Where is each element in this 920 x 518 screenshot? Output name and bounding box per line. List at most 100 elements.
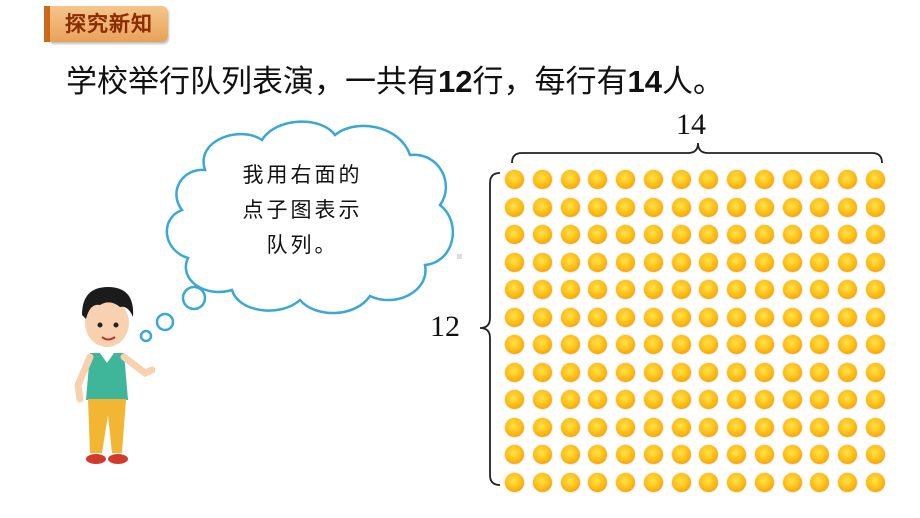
dot [588,390,608,410]
dot [643,335,663,355]
dot [866,280,885,300]
dot [505,335,524,355]
dot [643,390,663,410]
dot [532,197,552,217]
dot [532,252,552,272]
dot [588,417,608,437]
dot [838,197,858,217]
dot [616,252,636,272]
dot [754,225,774,245]
dot [671,417,691,437]
dot [671,252,691,272]
dot [643,445,663,465]
dot [505,170,524,189]
thought-dot-large [181,285,207,311]
dot [671,170,691,189]
dot [838,417,858,437]
left-brace [479,172,501,486]
dot [671,445,691,465]
dot [671,335,691,355]
dot [560,252,580,272]
dot [838,473,858,492]
dot [616,225,636,245]
dot [810,390,830,410]
rows-label: 12 [430,310,460,343]
dot [838,362,858,382]
dot [671,473,691,492]
dot [699,197,719,217]
dot [754,335,774,355]
dot [838,170,858,189]
dot [754,473,774,492]
dot [754,390,774,410]
dot [616,473,636,492]
dot [560,307,580,327]
section-tag: 探究新知 [44,6,168,42]
dot [560,197,580,217]
dot [754,445,774,465]
dot [866,390,885,410]
problem-statement: 学校举行队列表演，一共有12行，每行有14人。 [66,56,724,101]
dot [810,170,830,189]
dot [727,307,747,327]
dot [810,197,830,217]
dot [699,170,719,189]
dot [505,225,524,245]
dot [588,252,608,272]
dot [671,225,691,245]
dot [532,225,552,245]
thought-text: 我用右面的 点子图表示 队列。 [215,158,390,263]
dot [754,362,774,382]
dot [782,280,802,300]
dot [782,197,802,217]
dot [643,417,663,437]
dot [643,225,663,245]
tag-label: 探究新知 [65,12,153,36]
dot [643,280,663,300]
dot [810,225,830,245]
dot [671,390,691,410]
tag-accent-bar [44,6,50,42]
dot [866,362,885,382]
dot [505,390,524,410]
dot [866,252,885,272]
dot [810,417,830,437]
dot [699,473,719,492]
dot [782,390,802,410]
dot [560,417,580,437]
dot [782,225,802,245]
dot [838,390,858,410]
dot [560,280,580,300]
dot [782,335,802,355]
top-brace [511,142,883,164]
dot [727,445,747,465]
problem-rows: 12 [438,64,473,99]
columns-label: 14 [676,108,706,141]
dot [866,197,885,217]
dot [671,280,691,300]
dot [616,445,636,465]
dot [671,362,691,382]
dot [588,362,608,382]
dot [616,170,636,189]
dot [671,307,691,327]
dot [560,362,580,382]
dot [699,252,719,272]
dot [727,170,747,189]
dot [671,197,691,217]
dot [699,335,719,355]
thought-line-3: 队列。 [266,233,339,257]
dot [754,417,774,437]
dot [616,417,636,437]
dot [532,170,552,189]
dot [838,445,858,465]
dot [643,362,663,382]
dot [699,307,719,327]
dot [754,307,774,327]
dot [838,225,858,245]
dot [727,225,747,245]
dot [754,280,774,300]
dot [505,473,524,492]
dot [810,280,830,300]
dot [727,417,747,437]
